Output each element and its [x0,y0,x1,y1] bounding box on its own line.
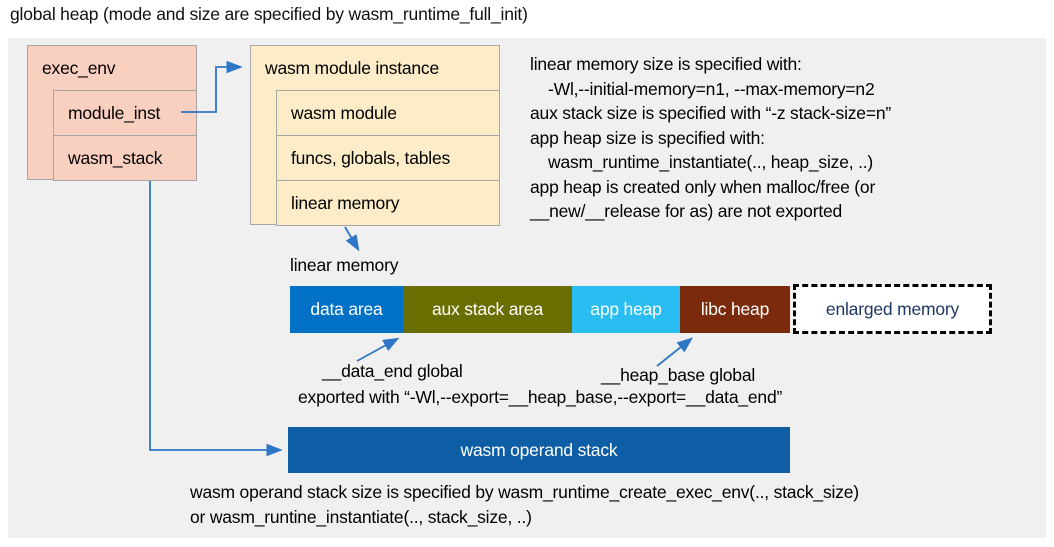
module-instance-row-wasm-module: wasm module [276,90,500,136]
note-line: __new/__release for as) are not exported [530,201,843,221]
operand-stack-bar: wasm operand stack [288,427,790,473]
memory-segment-enlarged-memory: enlarged memory [793,284,992,334]
note-line: wasm_runtime_instantiate(.., heap_size, … [548,152,874,172]
memory-segment-data-area: data area [290,286,403,333]
exec-env-row-wasm-stack: wasm_stack [53,135,197,181]
module-instance-row-linear-memory: linear memory [276,180,500,226]
data-end-global-label: __data_end global [322,361,463,381]
module-instance-row-funcs-globals-tables: funcs, globals, tables [276,135,500,181]
operand-stack-note-line2: or wasm_runtine_instantiate(.., stack_si… [190,507,532,527]
exec-env-label: exec_env [42,58,116,78]
note-line: aux stack size is specified with “-z sta… [530,103,892,123]
memory-segment-app-heap: app heap [572,286,680,333]
exec-env-row-module-inst: module_inst [53,90,197,136]
heap-base-global-label: __heap_base global [601,365,756,385]
linear-memory-label: linear memory [290,255,399,275]
note-line: app heap is created only when malloc/fre… [530,176,876,197]
notes-block: linear memory size is specified with: -W… [530,52,1035,224]
note-line: -Wl,--initial-memory=n1, --max-memory=n2 [548,78,875,99]
operand-stack-note-line1: wasm operand stack size is specified by … [190,482,859,502]
memory-segment-libc-heap: libc heap [680,286,790,333]
note-line: app heap size is specified with: [530,127,765,148]
export-note: exported with “-Wl,--export=__heap_base,… [298,387,783,407]
page-title: global heap (mode and size are specified… [10,4,528,24]
module-instance-box: wasm module instance wasm module funcs, … [250,45,500,226]
exec-env-box: exec_env module_inst wasm_stack [27,45,197,181]
memory-segment-aux-stack-area: aux stack area [403,286,572,333]
module-instance-label: wasm module instance [265,58,439,78]
note-line: linear memory size is specified with: [530,54,802,74]
